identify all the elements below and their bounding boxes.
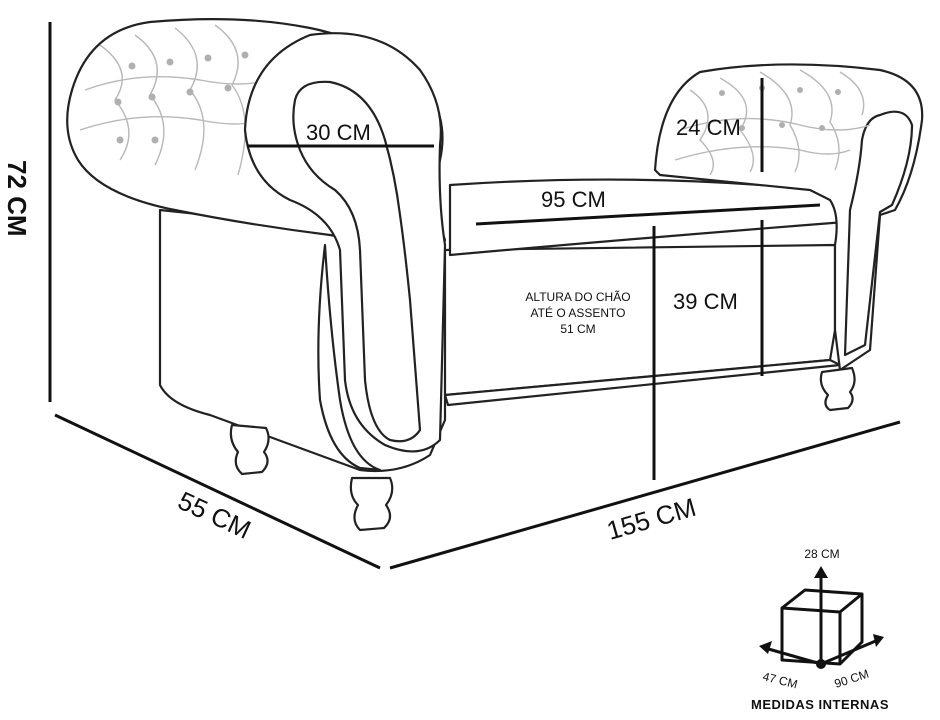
box-depth-label: 47 CM bbox=[761, 669, 799, 691]
right-back-leg bbox=[819, 366, 856, 412]
depth-label: 55 CM bbox=[173, 485, 255, 545]
sofa-illustration bbox=[66, 18, 924, 532]
width-label: 155 CM bbox=[603, 492, 699, 546]
box-height-label: 28 CM bbox=[804, 547, 839, 561]
left-back-leg bbox=[229, 423, 270, 476]
box-arrowheads bbox=[759, 566, 884, 669]
right-arm-tufting bbox=[674, 69, 871, 176]
internal-measures-caption: MEDIDAS INTERNAS bbox=[751, 697, 889, 712]
floor-note-line1: ALTURA DO CHÃO bbox=[525, 290, 630, 304]
left-arm-tufting bbox=[79, 24, 271, 176]
arrow-right-icon bbox=[873, 634, 884, 647]
floor-note-line2: ATÉ O ASSENTO bbox=[531, 305, 626, 320]
width-dimension-line bbox=[389, 420, 901, 570]
internal-box-diagram: 28 CM 47 CM 90 CM MEDIDAS INTERNAS bbox=[751, 547, 889, 712]
box-width-label: 90 CM bbox=[833, 667, 871, 691]
arm-width-label: 30 CM bbox=[306, 120, 371, 145]
backrest-label: 24 CM bbox=[676, 115, 741, 140]
arrow-up-icon bbox=[814, 566, 828, 578]
right-arm-scroll bbox=[843, 110, 914, 357]
dimension-lines bbox=[48, 22, 901, 570]
depth-dimension-line bbox=[54, 413, 381, 570]
left-arm-side-panel bbox=[317, 243, 382, 472]
seat-width-label: 95 CM bbox=[541, 187, 606, 212]
seat-depth-label: 39 CM bbox=[673, 289, 738, 314]
height-label: 72 CM bbox=[2, 160, 32, 237]
arrow-left-icon bbox=[759, 641, 772, 654]
floor-note-line3: 51 CM bbox=[560, 322, 595, 336]
left-arm-scroll-inner bbox=[292, 80, 422, 443]
seat-cushion bbox=[448, 178, 847, 257]
box-axes bbox=[764, 572, 879, 666]
front-leg bbox=[349, 476, 394, 532]
seat-width-dimension-line bbox=[475, 203, 821, 226]
origin-dot bbox=[816, 659, 826, 669]
